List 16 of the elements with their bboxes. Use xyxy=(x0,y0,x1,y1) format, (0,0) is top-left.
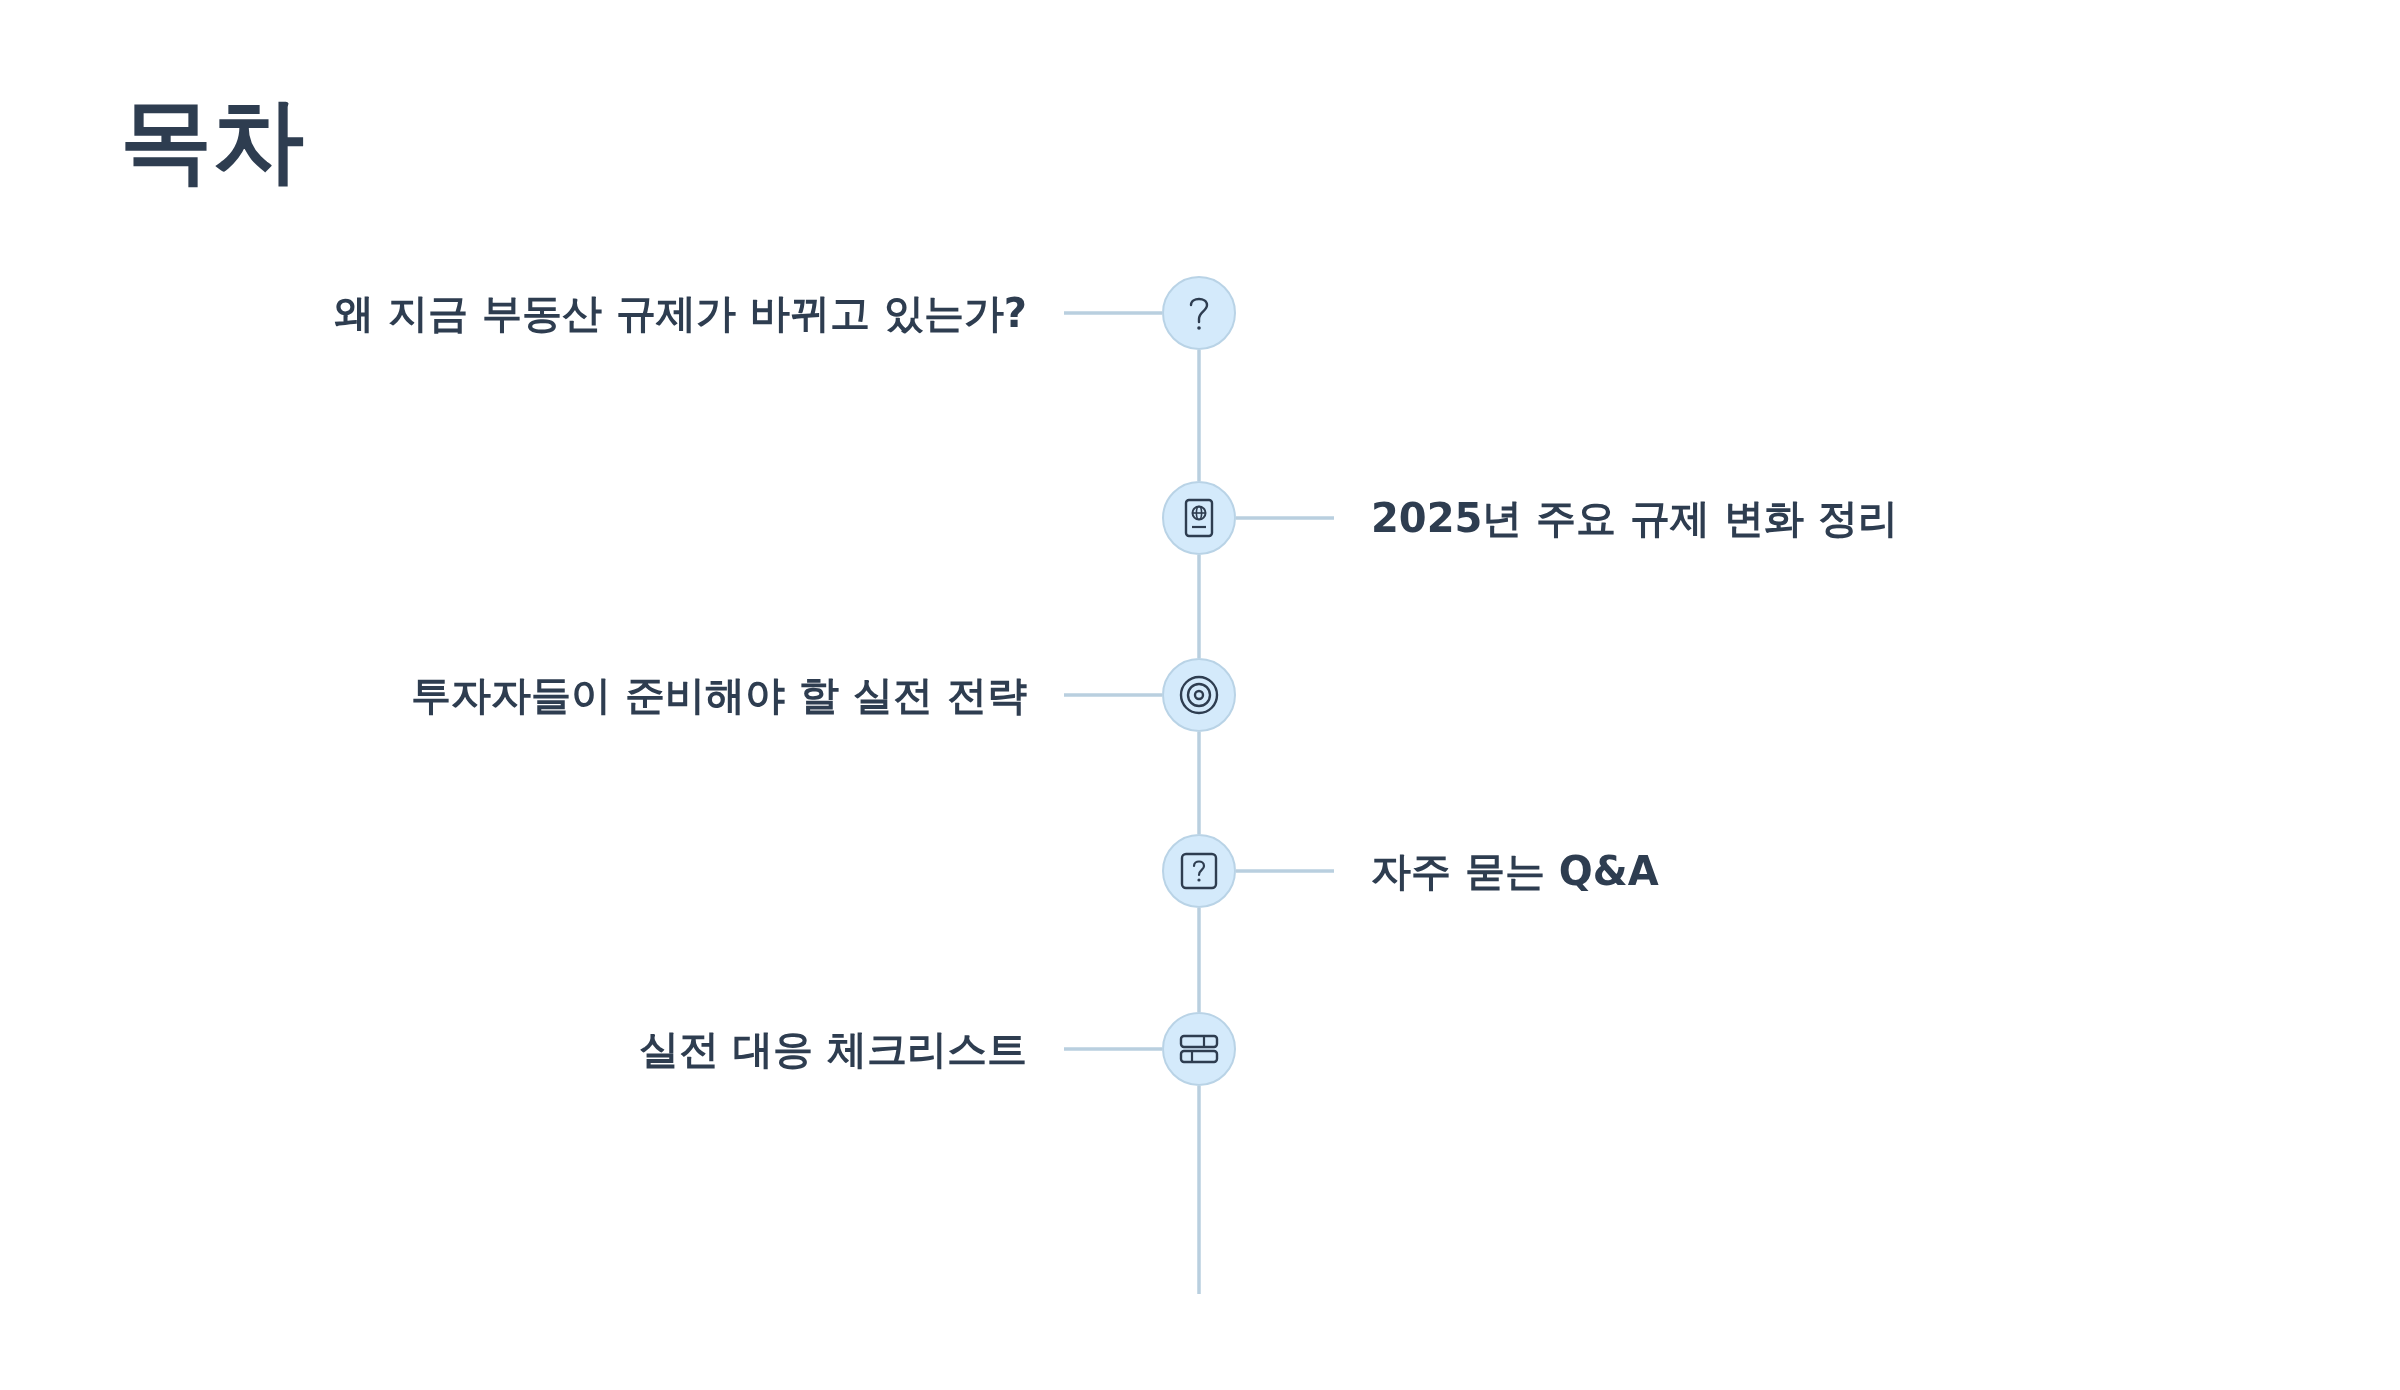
connector-line xyxy=(1236,869,1334,873)
connector-line xyxy=(1236,516,1334,520)
connector-line xyxy=(1064,693,1162,697)
item-title: 투자자들이 준비해야 할 실전 전략 xyxy=(411,671,1027,719)
connector-line xyxy=(1197,350,1201,481)
connector-line xyxy=(1197,908,1201,1012)
item-title: 왜 지금 부동산 규제가 바뀌고 있는가? xyxy=(334,289,1027,337)
connector-line xyxy=(1064,311,1162,315)
connector-line xyxy=(1197,1086,1201,1294)
item-title: 2025년 주요 규제 변화 정리 xyxy=(1371,494,1899,542)
connector-line xyxy=(1064,1047,1162,1051)
connector-line xyxy=(1197,732,1201,834)
connector-line xyxy=(1197,555,1201,658)
item-title: 실전 대응 체크리스트 xyxy=(639,1025,1027,1073)
title: 목차 xyxy=(120,90,304,192)
item-title: 자주 묻는 Q&A xyxy=(1371,847,1659,895)
